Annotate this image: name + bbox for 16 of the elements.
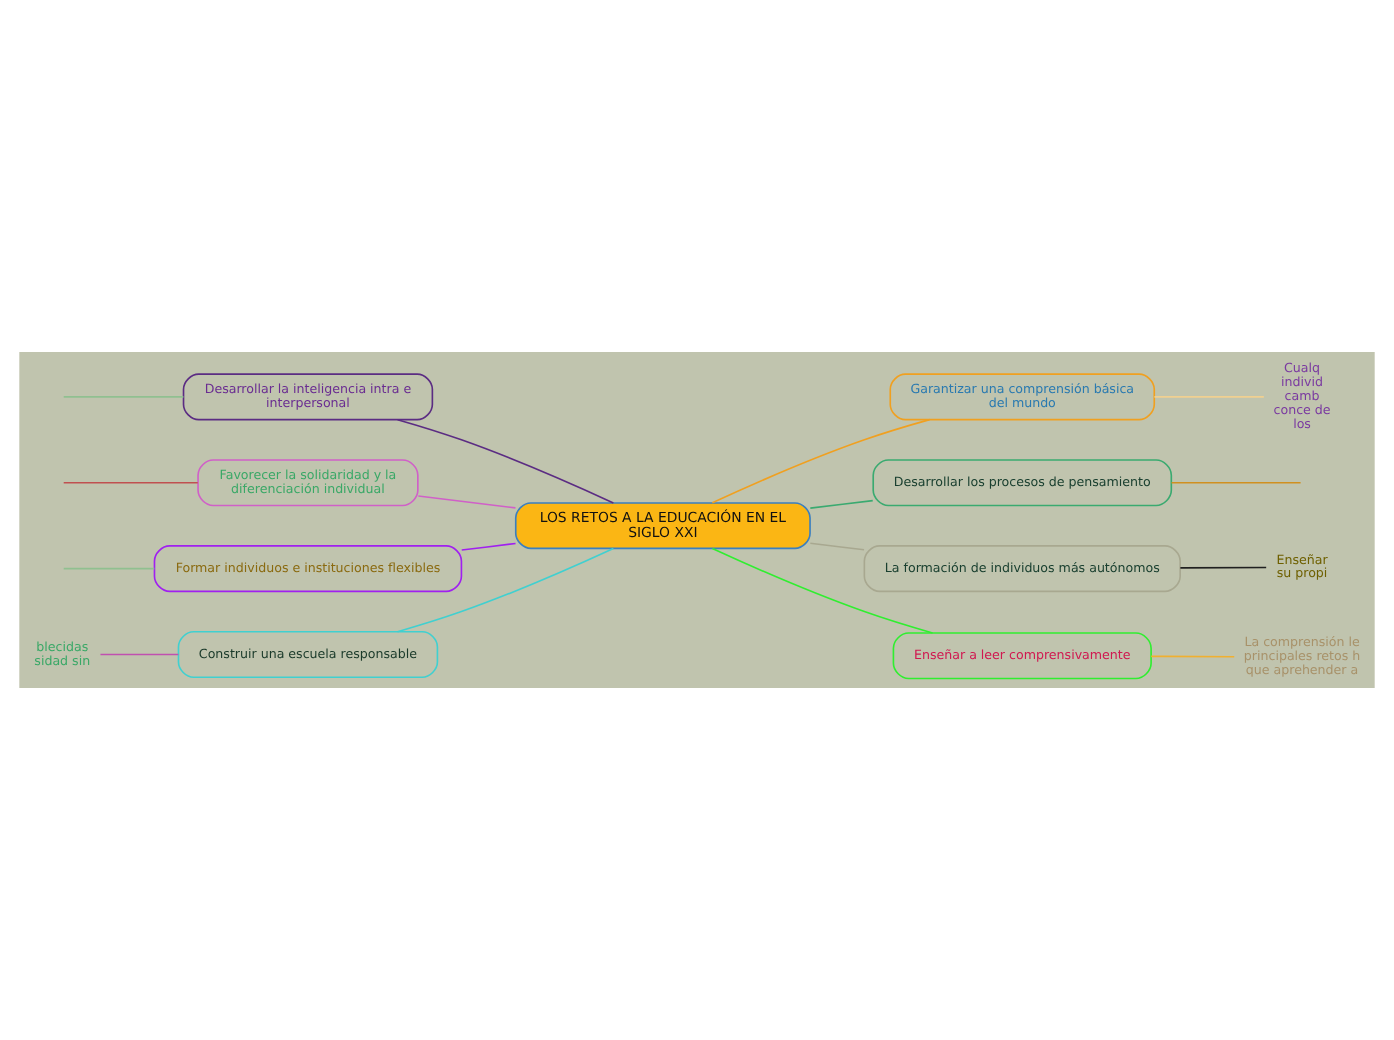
connector — [417, 495, 517, 509]
connector — [711, 418, 931, 504]
connector — [99, 653, 180, 656]
connector — [1170, 481, 1302, 484]
connector — [809, 542, 865, 551]
connector — [1179, 566, 1267, 569]
connector — [396, 418, 615, 504]
connector — [711, 547, 934, 634]
connector — [460, 542, 517, 551]
connector — [62, 567, 156, 570]
connector — [62, 481, 199, 484]
connector — [396, 547, 615, 633]
connector — [1150, 655, 1236, 658]
connector — [809, 499, 874, 509]
connector — [62, 396, 185, 398]
connector — [1153, 396, 1265, 398]
